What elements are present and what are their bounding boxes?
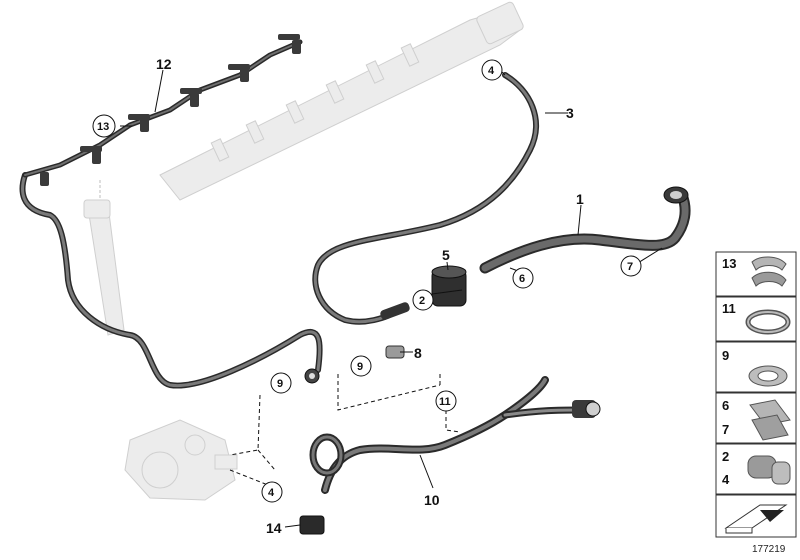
svg-text:3: 3	[566, 105, 574, 121]
legend-cell-2-4[interactable]: 2 4	[715, 443, 797, 495]
reference-number: 177219	[752, 544, 786, 555]
callout-11[interactable]: 11	[435, 390, 457, 412]
svg-text:11: 11	[439, 396, 451, 408]
legend-panel: 13 11 9 6 7 2 4	[715, 251, 797, 538]
svg-text:11: 11	[722, 301, 736, 316]
svg-text:8: 8	[414, 345, 422, 361]
svg-text:9: 9	[357, 361, 363, 373]
callout-12[interactable]: 12	[156, 56, 172, 72]
legend-cell-13[interactable]: 13	[715, 251, 797, 297]
legend-cell-11[interactable]: 11	[715, 296, 797, 342]
callout-9-right[interactable]: 9	[350, 355, 372, 377]
fuel-line-hose-10[interactable]	[309, 376, 601, 494]
callout-14[interactable]: 14	[266, 520, 282, 536]
callout-9-left[interactable]: 9	[270, 372, 292, 394]
legend-cell-generic[interactable]	[715, 494, 797, 538]
callout-3[interactable]: 3	[566, 105, 574, 121]
svg-text:13: 13	[722, 256, 736, 271]
svg-text:2: 2	[419, 295, 425, 307]
feed-hose-1[interactable]	[479, 186, 691, 274]
svg-text:9: 9	[277, 378, 283, 390]
svg-text:14: 14	[266, 520, 282, 536]
injector-ghost	[83, 180, 125, 336]
damper-part-5[interactable]	[379, 265, 467, 321]
svg-text:12: 12	[156, 56, 172, 72]
high-pressure-pump-ghost	[124, 419, 238, 501]
leak-off-line-hose[interactable]	[19, 172, 323, 389]
svg-text:10: 10	[424, 492, 440, 508]
svg-text:4: 4	[488, 65, 495, 77]
return-line-hose-3[interactable]	[312, 72, 539, 325]
callout-8[interactable]: 8	[414, 345, 422, 361]
svg-text:4: 4	[722, 472, 730, 487]
svg-text:7: 7	[627, 261, 633, 273]
injector-harness-12[interactable]	[22, 34, 303, 186]
callout-4-bottom[interactable]: 4	[261, 481, 283, 503]
svg-text:9: 9	[722, 348, 729, 363]
svg-text:1: 1	[576, 191, 584, 207]
fuel-rail-ghost	[159, 1, 524, 201]
svg-text:4: 4	[268, 487, 275, 499]
svg-text:7: 7	[722, 422, 729, 437]
svg-text:2: 2	[722, 449, 729, 464]
dashed-leaders	[229, 372, 461, 486]
legend-cell-6-7[interactable]: 6 7	[715, 392, 797, 444]
callout-7[interactable]: 7	[620, 255, 642, 277]
callout-13[interactable]: 13	[92, 114, 116, 138]
svg-text:13: 13	[97, 121, 109, 133]
callout-4-top[interactable]: 4	[481, 59, 503, 81]
callout-6[interactable]: 6	[512, 267, 534, 289]
svg-text:6: 6	[722, 398, 729, 413]
callout-1[interactable]: 1	[576, 191, 584, 207]
callout-10[interactable]: 10	[424, 492, 440, 508]
legend-cell-9[interactable]: 9	[715, 341, 797, 393]
svg-text:6: 6	[519, 273, 525, 285]
sealing-ring-part-9[interactable]	[304, 345, 405, 384]
callout-2[interactable]: 2	[412, 289, 434, 311]
svg-text:5: 5	[442, 247, 450, 263]
connector-part-14[interactable]	[299, 515, 325, 535]
callout-5[interactable]: 5	[442, 247, 450, 263]
